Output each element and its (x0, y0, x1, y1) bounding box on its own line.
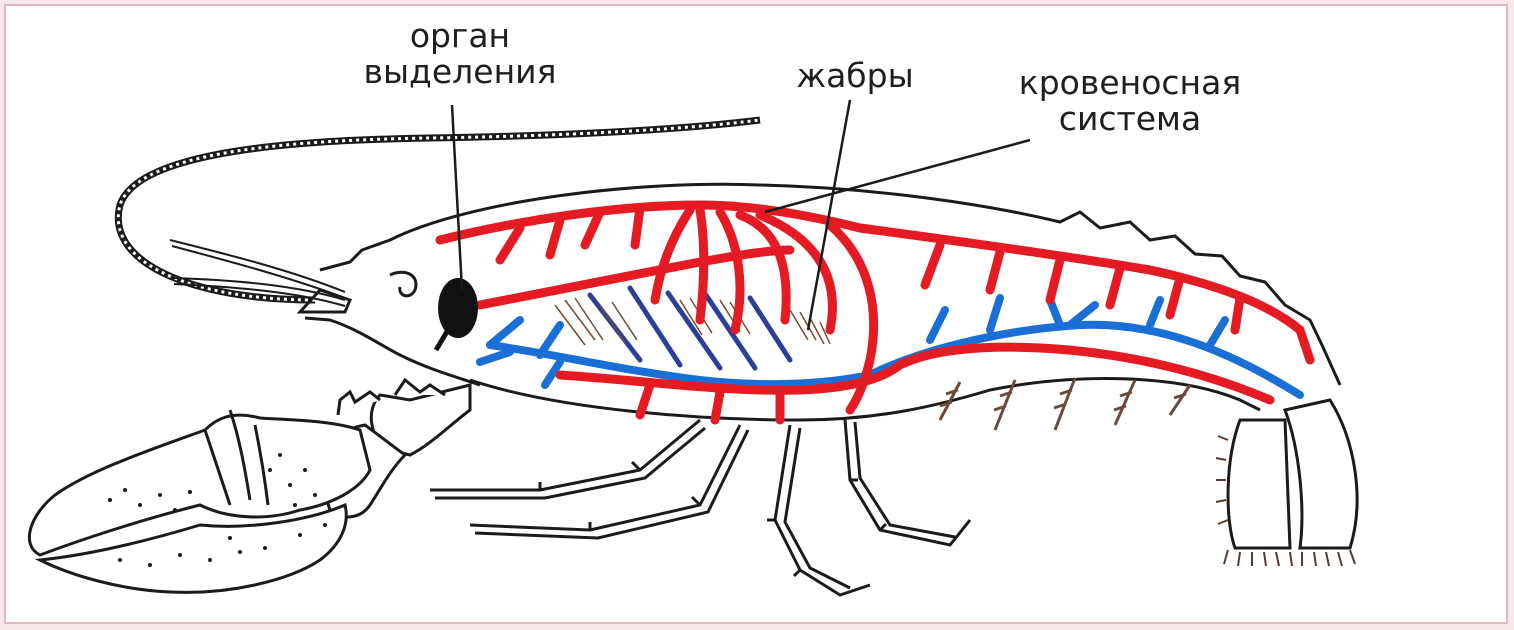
leader-line-circulatory (765, 140, 1030, 212)
walking-legs (430, 420, 970, 595)
circulatory-system-label-line2: система (980, 101, 1280, 137)
excretory-organ-label: орган выделения (350, 18, 570, 90)
swimmerets (940, 378, 1190, 430)
claw (29, 410, 370, 592)
gills-label: жабры (780, 58, 930, 94)
gills (590, 288, 790, 368)
tail-fan (1228, 400, 1357, 548)
excretory-organ (436, 278, 478, 350)
leader-line-excretory (452, 105, 462, 290)
gills-label-text: жабры (780, 58, 930, 94)
circulatory-system-label: кровеносная система (980, 65, 1280, 137)
arterial-system (440, 205, 1310, 420)
circulatory-system-label-line1: кровеносная (980, 65, 1280, 101)
excretory-organ-label-line2: выделения (350, 54, 570, 90)
excretory-organ-label-line1: орган (350, 18, 570, 54)
